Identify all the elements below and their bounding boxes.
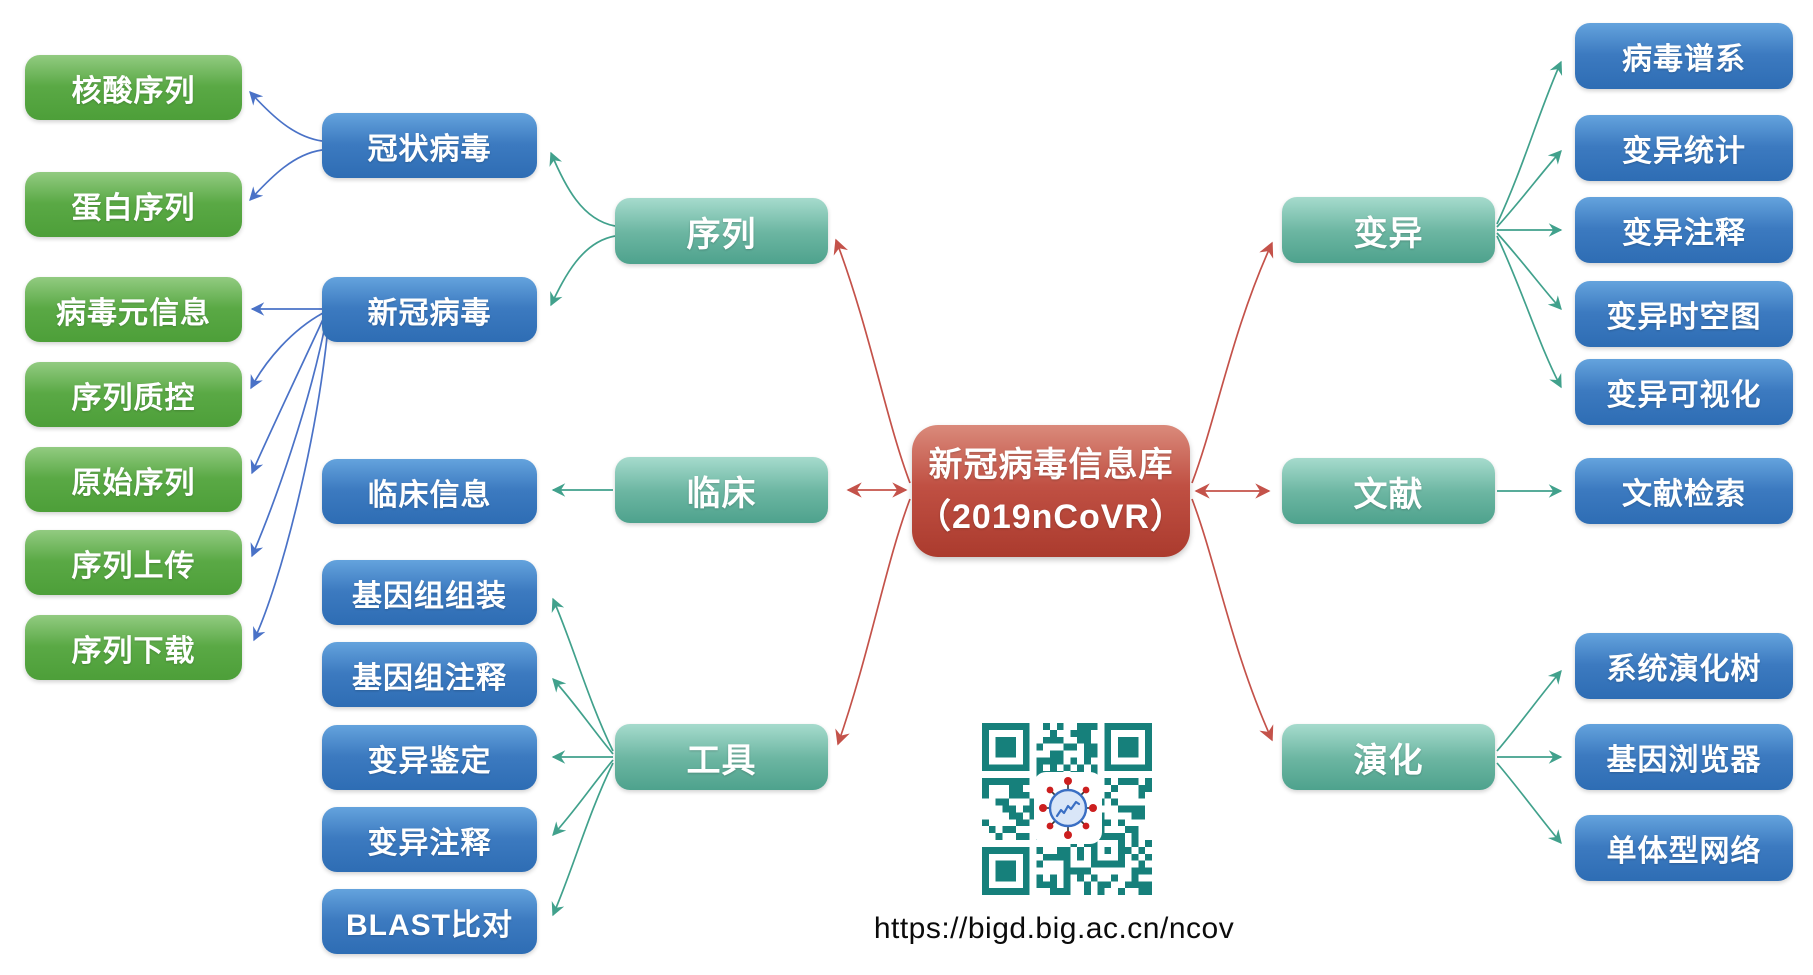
center-title: 新冠病毒信息库: [928, 446, 1174, 484]
node-branch-sequence[interactable]: 序列: [615, 198, 828, 264]
edge-coronavirus-protein: [249, 149, 323, 202]
edge-tools-annotation: [552, 677, 614, 755]
website-url: https://bigd.big.ac.cn/ncov: [873, 912, 1235, 945]
edge-center-sequence: [833, 238, 911, 484]
node-phylogenetic-tree[interactable]: 系统演化树: [1575, 633, 1793, 699]
edge-ncov-raw: [250, 314, 326, 475]
node-genome-browser[interactable]: 基因浏览器: [1575, 724, 1793, 790]
node-ncov[interactable]: 新冠病毒: [322, 277, 537, 342]
node-genome-assembly[interactable]: 基因组组装: [322, 560, 537, 625]
node-coronavirus[interactable]: 冠状病毒: [322, 113, 537, 178]
node-haplotype-network[interactable]: 单体型网络: [1575, 815, 1793, 881]
virus-icon: [1034, 772, 1102, 844]
node-virus-lineage[interactable]: 病毒谱系: [1575, 23, 1793, 89]
node-variant-spatiotemporal[interactable]: 变异时空图: [1575, 281, 1793, 347]
edge-center-tools: [835, 498, 911, 746]
node-variant-calling[interactable]: 变异鉴定: [322, 725, 537, 790]
node-sequence-qc[interactable]: 序列质控: [25, 362, 242, 427]
edge-tools-assembly: [551, 597, 614, 752]
node-branch-clinical[interactable]: 临床: [615, 457, 828, 523]
edge-variation-visualization: [1496, 235, 1562, 389]
node-variant-stats[interactable]: 变异统计: [1575, 115, 1793, 181]
node-raw-sequence[interactable]: 原始序列: [25, 447, 242, 512]
edge-tools-varannotation: [552, 759, 614, 837]
node-branch-evolution[interactable]: 演化: [1282, 724, 1495, 790]
edge-center-evolution: [1191, 498, 1274, 742]
edge-variation-spatiotemporal: [1496, 232, 1562, 311]
edge-tools-blast: [551, 762, 614, 917]
node-genome-annotation[interactable]: 基因组注释: [322, 642, 537, 707]
edge-evolution-haplotype: [1496, 762, 1562, 845]
node-virus-metadata[interactable]: 病毒元信息: [25, 277, 242, 342]
node-clinical-info[interactable]: 临床信息: [322, 459, 537, 524]
node-protein-sequence[interactable]: 蛋白序列: [25, 172, 242, 237]
edge-sequence-coronavirus: [549, 151, 616, 227]
node-sequence-upload[interactable]: 序列上传: [25, 530, 242, 595]
edge-ncov-qc: [250, 312, 324, 390]
node-branch-tools[interactable]: 工具: [615, 724, 828, 790]
edge-evolution-tree: [1496, 669, 1562, 752]
node-variant-visualization[interactable]: 变异可视化: [1575, 359, 1793, 425]
node-branch-literature[interactable]: 文献: [1282, 458, 1495, 524]
center-subtitle: （2019nCoVR）: [917, 498, 1185, 536]
edge-coronavirus-nucleotide: [249, 90, 323, 142]
edge-center-variation: [1191, 241, 1274, 484]
node-variant-annotation[interactable]: 变异注释: [1575, 197, 1793, 263]
edge-variation-stats: [1496, 149, 1562, 228]
node-variant-annotation-tool[interactable]: 变异注释: [322, 807, 537, 872]
edge-sequence-ncov: [550, 235, 616, 307]
edge-ncov-upload: [250, 315, 328, 558]
edge-ncov-download: [253, 316, 330, 642]
node-literature-search[interactable]: 文献检索: [1575, 458, 1793, 524]
node-sequence-download[interactable]: 序列下载: [25, 615, 242, 680]
node-branch-variation[interactable]: 变异: [1282, 197, 1495, 263]
node-blast[interactable]: BLAST比对: [322, 889, 537, 954]
qr-code: [982, 723, 1152, 895]
node-nucleotide-sequence[interactable]: 核酸序列: [25, 55, 242, 120]
edge-variation-lineage: [1496, 60, 1563, 225]
node-center-database[interactable]: 新冠病毒信息库 （2019nCoVR）: [912, 425, 1190, 557]
